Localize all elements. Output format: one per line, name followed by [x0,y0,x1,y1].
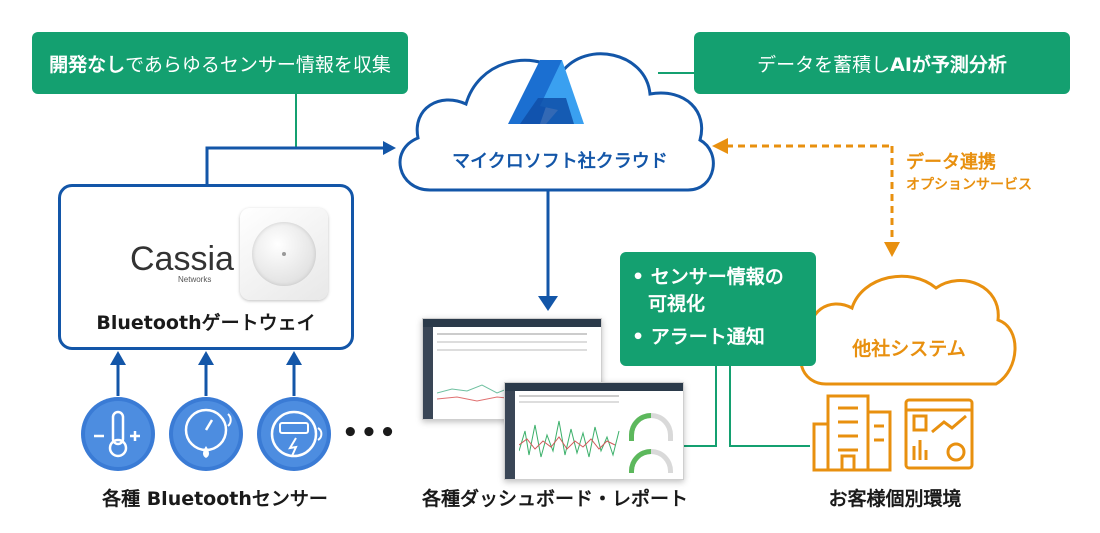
callout-text: データを蓄積し [757,53,891,76]
building-icon [812,394,892,472]
feature-item: • アラート通知 [632,326,765,348]
dashboard-screenshot-front [504,382,684,480]
analytics-window-icon [904,398,974,470]
gateway-device-image [240,208,328,300]
azure-logo-icon [508,60,584,124]
feature-item: • センサー情報の [632,266,784,288]
top-left-callout: 開発なしであらゆるセンサー情報を収集 [32,32,408,94]
gauge-icon [169,397,243,471]
cassia-brand: Cassia [130,240,234,278]
callout-text: であらゆるセンサー情報を収集 [125,53,391,76]
data-link-sublabel: オプションサービス [906,177,1032,193]
link-arrowhead-down [884,242,900,257]
top-right-callout: データを蓄積しAIが予測分析 [694,32,1070,94]
sensors-label: 各種 Bluetoothセンサー [102,488,328,510]
cassia-brand-sub: Networks [178,275,212,284]
customer-env-label: お客様個別環境 [828,488,962,510]
cloud-to-dashboard-arrowhead [538,296,558,311]
gateway-to-cloud-arrowhead [383,141,396,155]
gateway-to-cloud-line [205,146,385,184]
thermometer-icon [81,397,155,471]
data-link-label: データ連携 [906,152,996,173]
other-system-label: 他社システム [852,338,966,360]
callout-bold-text: 開発なし [49,53,126,76]
meter-icon [257,397,331,471]
microsoft-cloud-label: マイクロソフト社クラウド [452,151,668,172]
gateway-label: Bluetoothゲートウェイ [96,312,316,334]
features-box: • センサー情報の 可視化 • アラート通知 [620,252,816,366]
link-arrowhead-left [712,138,728,154]
dashboard-label: 各種ダッシュボード・レポート [421,488,688,510]
callout-bold-text: AIが予測分析 [890,53,1007,76]
feature-item: 可視化 [648,293,706,315]
other-system-cloud-shape [799,274,1017,386]
more-sensors-ellipsis: ••• [342,418,398,448]
